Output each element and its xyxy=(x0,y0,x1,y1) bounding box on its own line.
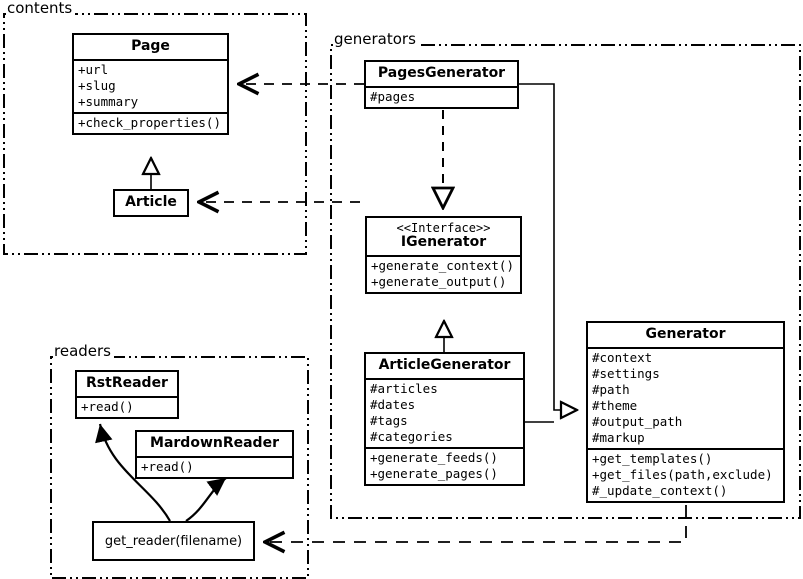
package-label-generators: generators xyxy=(333,30,419,48)
class-methods-mardown-reader: +read() xyxy=(137,456,292,477)
class-methods-generator: +get_templates() +get_files(path,exclude… xyxy=(588,448,783,501)
class-method: +read() xyxy=(141,459,194,474)
class-attribute: #path xyxy=(592,382,630,397)
class-box-page[interactable]: Page +url +slug +summary +check_properti… xyxy=(72,33,229,135)
class-method: +generate_context() xyxy=(371,258,514,273)
function-box-get-reader[interactable]: get_reader(filename) xyxy=(92,521,255,561)
class-name-article-generator: ArticleGenerator xyxy=(378,357,511,373)
class-method: +generate_output() xyxy=(371,274,507,289)
class-name-page: Page xyxy=(131,38,170,54)
class-box-igenerator[interactable]: <<Interface>> IGenerator +generate_conte… xyxy=(365,216,522,294)
class-attributes-generator: #context #settings #path #theme #output_… xyxy=(588,347,783,448)
class-attribute: #theme xyxy=(592,398,638,413)
class-attribute: #markup xyxy=(592,430,645,445)
class-name-generator: Generator xyxy=(645,326,726,342)
class-box-article[interactable]: Article xyxy=(113,189,189,217)
connector-getreader-returns-mardownreader xyxy=(185,477,227,522)
class-box-mardown-reader[interactable]: MardownReader +read() xyxy=(135,430,294,479)
class-methods-igenerator: +generate_context() +generate_output() xyxy=(367,255,520,292)
class-method: +generate_pages() xyxy=(370,466,498,481)
class-attribute: #articles xyxy=(370,381,438,396)
class-name-mardown-reader: MardownReader xyxy=(150,435,279,451)
class-methods-page: +check_properties() xyxy=(74,112,227,133)
class-attributes-page: +url +slug +summary xyxy=(74,59,227,112)
class-name-article: Article xyxy=(125,194,177,210)
class-attribute: #output_path xyxy=(592,414,683,429)
class-box-generator[interactable]: Generator #context #settings #path #them… xyxy=(586,321,785,503)
class-methods-article-generator: +generate_feeds() +generate_pages() xyxy=(366,447,523,484)
class-attributes-pages-generator: #pages xyxy=(366,86,517,107)
class-attribute: #settings xyxy=(592,366,660,381)
class-attribute: #context xyxy=(592,350,653,365)
class-stereotype-igenerator: <<Interface>> xyxy=(396,221,491,235)
function-label-get-reader: get_reader(filename) xyxy=(104,533,243,549)
package-label-readers: readers xyxy=(53,342,114,360)
class-box-pages-generator[interactable]: PagesGenerator #pages xyxy=(364,60,519,109)
class-box-rst-reader[interactable]: RstReader +read() xyxy=(75,370,179,419)
class-name-igenerator: IGenerator xyxy=(400,234,487,250)
connector-generators-inherit-generator xyxy=(519,83,577,423)
class-box-article-generator[interactable]: ArticleGenerator #articles #dates #tags … xyxy=(364,352,525,486)
class-methods-rst-reader: +read() xyxy=(77,396,177,417)
class-attribute: #categories xyxy=(370,429,453,444)
class-method: +get_templates() xyxy=(592,451,713,466)
class-attribute: #tags xyxy=(370,413,408,428)
package-label-contents: contents xyxy=(6,0,76,17)
class-attribute: +summary xyxy=(78,94,139,109)
class-name-rst-reader: RstReader xyxy=(86,375,168,391)
class-attribute: #pages xyxy=(370,89,416,104)
class-method: +read() xyxy=(81,399,134,414)
class-attribute: +url xyxy=(78,62,109,77)
class-method: #_update_context() xyxy=(592,483,728,498)
class-name-pages-generator: PagesGenerator xyxy=(377,65,506,81)
class-attributes-article-generator: #articles #dates #tags #categories xyxy=(366,378,523,447)
class-method: +generate_feeds() xyxy=(370,450,498,465)
class-method: +check_properties() xyxy=(78,115,221,130)
class-attribute: +slug xyxy=(78,78,116,93)
class-method: +get_files(path,exclude) xyxy=(592,467,773,482)
connector-generator-depends-getreader xyxy=(265,505,687,542)
class-attribute: #dates xyxy=(370,397,416,412)
